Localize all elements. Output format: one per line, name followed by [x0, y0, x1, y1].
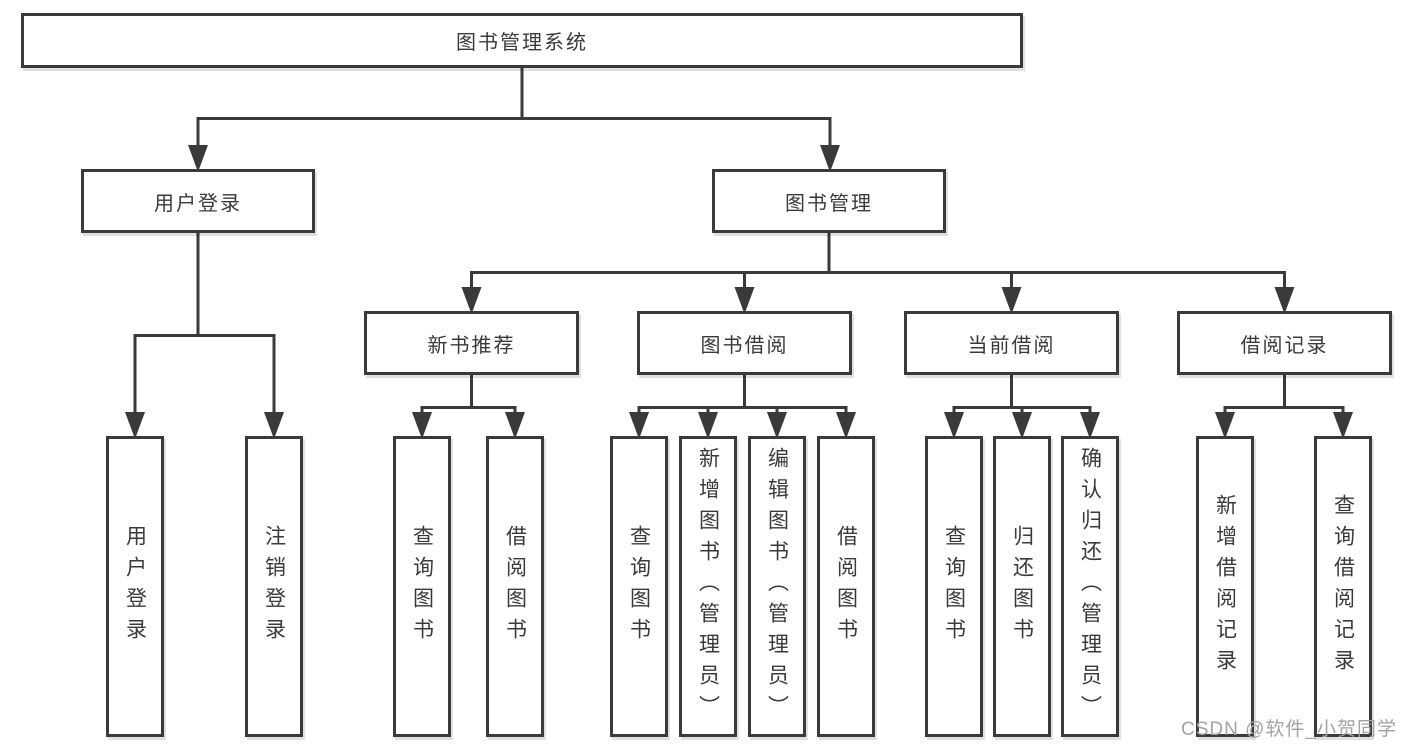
- node-label: 查询图书: [942, 524, 966, 649]
- leaf-add-book-admin: 新增图书（管理员）: [679, 436, 737, 737]
- node-label: 用户登录: [154, 192, 242, 215]
- arrow-down-icon: [1274, 287, 1295, 314]
- node-current-borrowing: 当前借阅: [904, 311, 1119, 375]
- arrow-down-icon: [836, 412, 856, 439]
- node-label: 新书推荐: [427, 334, 516, 357]
- node-label: 借阅记录: [1240, 334, 1329, 357]
- node-book-borrowing: 图书借阅: [637, 311, 852, 375]
- node-label: 查询图书: [627, 524, 651, 649]
- node-new-book-recommend: 新书推荐: [364, 311, 579, 375]
- node-user-login: 用户登录: [81, 169, 315, 233]
- node-label: 归还图书: [1010, 524, 1034, 649]
- csdn-watermark: CSDN @软件_小贺同学: [1181, 719, 1397, 740]
- node-borrowing-records: 借阅记录: [1177, 311, 1392, 375]
- arrow-down-icon: [1012, 412, 1032, 439]
- node-label: 新增图书（管理员）: [696, 447, 720, 726]
- node-label: 借阅图书: [834, 524, 858, 649]
- arrow-down-icon: [264, 412, 284, 439]
- node-label: 图书借阅: [700, 334, 789, 357]
- arrow-down-icon: [461, 287, 482, 314]
- arrow-down-icon: [188, 145, 208, 172]
- arrow-down-icon: [125, 412, 145, 439]
- node-label: 查询图书: [410, 524, 434, 649]
- arrow-down-icon: [767, 412, 787, 439]
- arrow-down-icon: [1001, 287, 1022, 314]
- arrow-down-icon: [944, 412, 964, 439]
- leaf-borrow-books-1: 借阅图书: [486, 436, 544, 737]
- leaf-logout-login: 注销登录: [245, 436, 303, 737]
- node-label: 借阅图书: [503, 524, 527, 649]
- leaf-edit-book-admin: 编辑图书（管理员）: [748, 436, 806, 737]
- arrow-down-icon: [698, 412, 718, 439]
- leaf-return-book: 归还图书: [993, 436, 1051, 737]
- leaf-query-borrow-record: 查询借阅记录: [1314, 436, 1372, 737]
- leaf-borrow-books-2: 借阅图书: [817, 436, 875, 737]
- leaf-query-books-2: 查询图书: [610, 436, 668, 737]
- arrow-down-icon: [1215, 412, 1235, 439]
- leaf-confirm-return-admin: 确认归还（管理员）: [1061, 436, 1119, 737]
- node-label: 图书管理系统: [456, 32, 588, 54]
- leaf-query-books-1: 查询图书: [393, 436, 451, 737]
- node-library-management-system: 图书管理系统: [21, 13, 1023, 68]
- arrow-down-icon: [505, 412, 525, 439]
- arrow-down-icon: [820, 145, 840, 172]
- node-label: 用户登录: [123, 524, 147, 649]
- arrow-down-icon: [1333, 412, 1353, 439]
- arrow-down-icon: [1080, 412, 1100, 439]
- arrow-down-icon: [412, 412, 432, 439]
- arrow-down-icon: [629, 412, 649, 439]
- leaf-query-books-3: 查询图书: [925, 436, 983, 737]
- node-label: 图书管理: [785, 192, 873, 215]
- node-label: 查询借阅记录: [1331, 493, 1355, 680]
- connector-path: [133, 68, 1345, 432]
- leaf-add-borrow-record: 新增借阅记录: [1196, 436, 1254, 737]
- node-label: 新增借阅记录: [1213, 493, 1237, 680]
- node-book-management: 图书管理: [712, 169, 946, 233]
- arrowheads: [125, 145, 1353, 439]
- node-label: 确认归还（管理员）: [1078, 447, 1102, 726]
- leaf-user-login: 用户登录: [106, 436, 164, 737]
- arrow-down-icon: [734, 287, 755, 314]
- node-label: 编辑图书（管理员）: [765, 447, 789, 726]
- node-label: 当前借阅: [967, 334, 1056, 357]
- node-label: 注销登录: [262, 524, 286, 649]
